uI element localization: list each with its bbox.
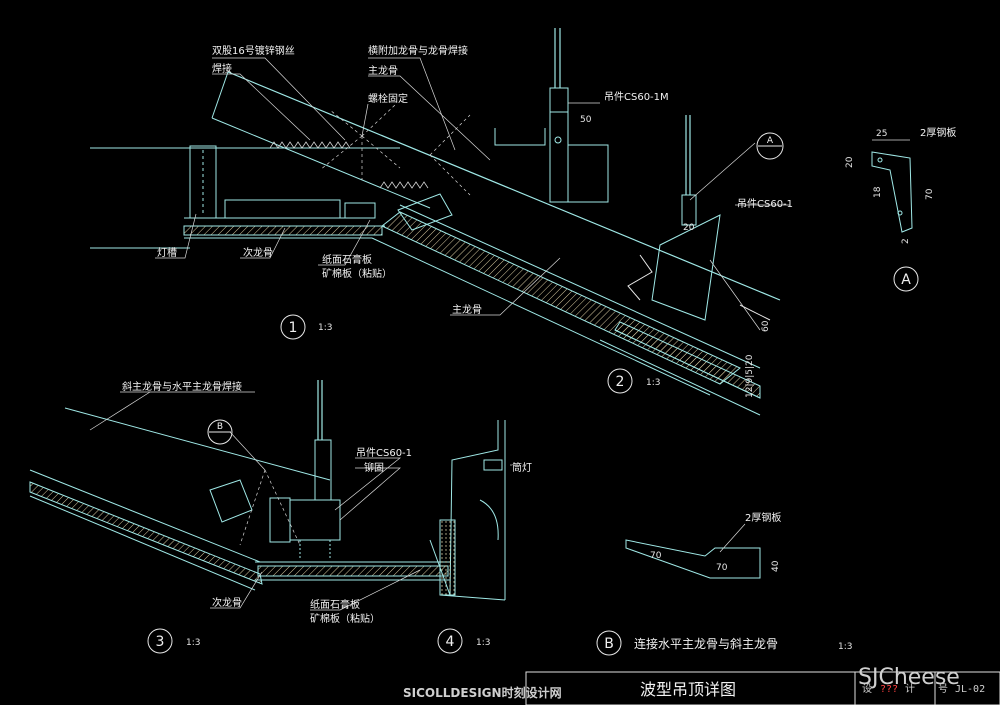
- dim-50: 50: [580, 115, 592, 125]
- scale-2: 1:3: [646, 378, 660, 388]
- detail-3-leaders: [89, 391, 512, 611]
- label-main-runner-mid: 主龙骨: [452, 303, 482, 316]
- title-block: 波型吊顶详图 设 ??? 计 号 JL-02: [525, 671, 1000, 705]
- detail-B-leaders: [719, 523, 746, 553]
- title-cell-4: 号: [938, 683, 948, 695]
- title-cell-1: 设: [862, 683, 872, 695]
- marker-4: 4 1:3: [437, 628, 490, 654]
- sub-runner-block: [224, 199, 341, 219]
- label-gypsum-3: 纸面石膏板: [310, 598, 360, 611]
- detail-1-texts: 双股16号镀锌钢丝 焊接 螺栓固定 横附加龙骨与龙骨焊接 主龙骨 吊件CS60-…: [157, 44, 669, 316]
- marker-3: 3 1:3: [147, 628, 200, 654]
- label-mineral-1: 矿棉板（粘贴）: [322, 267, 392, 280]
- detail-3-texts: 斜主龙骨与水平主龙骨焊接 吊件CS60-1 铆固 筒灯 次龙骨 纸面石膏板 矿棉…: [122, 380, 532, 625]
- detail-3: [29, 380, 450, 591]
- scale-3: 1:3: [186, 638, 200, 648]
- tag-A: A: [756, 132, 784, 160]
- label-gypsum-1: 纸面石膏板: [322, 253, 372, 266]
- detail-A: [871, 139, 913, 233]
- label-slant-weld: 斜主龙骨与水平主龙骨焊接: [122, 380, 242, 393]
- detail-1-leaders: [155, 57, 600, 316]
- svg-text:2: 2: [616, 374, 625, 390]
- label-downlight: 筒灯: [512, 461, 532, 474]
- svg-text:A: A: [901, 272, 911, 288]
- scale-1: 1:3: [318, 323, 332, 333]
- dim-20a: 20: [845, 156, 855, 168]
- tag-B: B: [207, 419, 233, 445]
- dim-60: 60: [761, 320, 771, 332]
- dim-25: 25: [876, 129, 887, 139]
- svg-text:3: 3: [156, 634, 165, 650]
- dim-small: 12|9|5|20: [745, 354, 755, 398]
- detail-2: [599, 115, 771, 416]
- label-weld: 焊接: [212, 62, 232, 75]
- dim-2: 2: [901, 238, 911, 244]
- dim-18: 18: [873, 186, 883, 198]
- label-mineral-3: 矿棉板（粘贴）: [310, 612, 380, 625]
- caption-B: 连接水平主龙骨与斜主龙骨: [634, 636, 778, 651]
- svg-text:A: A: [767, 136, 774, 146]
- dim-70b1: 70: [650, 551, 662, 561]
- svg-text:1: 1: [289, 320, 298, 336]
- label-hanger-1-a: 吊件CS60-1: [737, 198, 793, 210]
- watermark-left: SICOLLDESIGN时刻设计网: [403, 685, 562, 700]
- svg-text:B: B: [217, 422, 223, 432]
- svg-text:B: B: [604, 636, 614, 652]
- drawing-title: 波型吊顶详图: [640, 680, 736, 699]
- dim-20: 20: [683, 223, 695, 233]
- sheet-number: JL-02: [955, 684, 985, 695]
- dim-70a: 70: [925, 188, 935, 200]
- detail-B: [625, 539, 761, 579]
- label-steel-plate-a: 2厚钢板: [920, 126, 956, 139]
- marker-2: 2 1:3: [607, 368, 660, 394]
- detail-A-texts: 25 2厚钢板 20 18 70 2: [845, 126, 956, 244]
- detail-2-texts: 吊件CS60-1 20 60 12|9|5|20: [683, 198, 793, 398]
- watermark-right: SJCheese: [858, 665, 960, 690]
- label-hanger-1m: 吊件CS60-1M: [604, 91, 669, 103]
- scale-4: 1:3: [476, 638, 490, 648]
- title-cell-3: 计: [905, 682, 915, 695]
- detail-B-texts: 2厚钢板 70 70 40: [650, 511, 781, 573]
- marker-B: B 连接水平主龙骨与斜主龙骨 1:3: [596, 630, 852, 656]
- marker-A: A: [893, 266, 919, 292]
- label-sub-runner-3: 次龙骨: [212, 596, 242, 609]
- detail-2-leaders: [689, 142, 790, 331]
- label-wire: 双股16号镀锌钢丝: [212, 44, 295, 57]
- label-cross-runner-weld: 横附加龙骨与龙骨焊接: [368, 44, 468, 57]
- svg-text:4: 4: [446, 634, 455, 650]
- dim-70b2: 70: [716, 563, 728, 573]
- label-sub-runner-1: 次龙骨: [243, 246, 273, 259]
- label-bolt: 螺栓固定: [368, 92, 408, 105]
- detail-4: [429, 420, 506, 601]
- marker-1: 1 1:3: [280, 314, 332, 340]
- mineral-board-layer: [183, 225, 383, 236]
- detail-1: [90, 28, 781, 396]
- label-light-trough: 灯槽: [157, 246, 177, 259]
- label-rivet: 铆固: [364, 461, 384, 474]
- label-main-runner-top: 主龙骨: [368, 64, 398, 77]
- label-steel-plate-b: 2厚钢板: [745, 511, 781, 524]
- dim-40: 40: [771, 560, 781, 572]
- label-hanger-1-b: 吊件CS60-1: [356, 447, 412, 459]
- title-cell-2: ???: [880, 684, 898, 695]
- scale-B: 1:3: [838, 642, 852, 652]
